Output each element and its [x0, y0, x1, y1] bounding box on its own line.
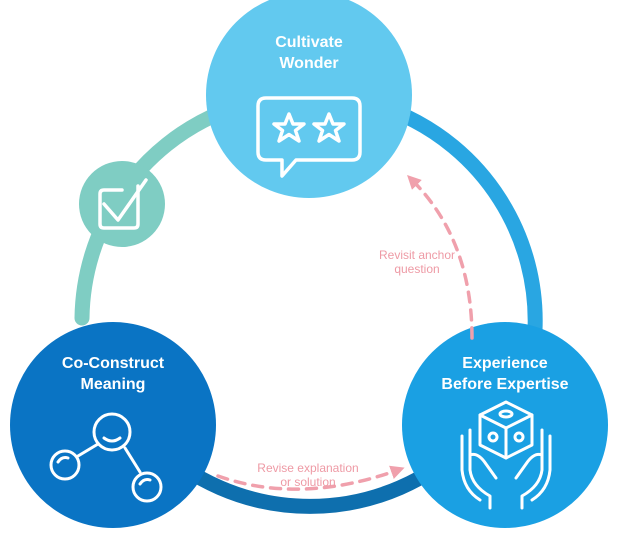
- checkbox-badge: [79, 161, 165, 247]
- dashed-arrow-revise: [216, 465, 405, 491]
- molecule-network-icon: [49, 412, 163, 503]
- node-right-title-line2: Before Expertise: [441, 376, 568, 393]
- dashed-arrow-revisit: [407, 175, 474, 340]
- node-left-title-line2: Meaning: [81, 376, 146, 393]
- annotation-revise-line2: or solution: [280, 475, 335, 489]
- node-top-title-line1: Cultivate: [275, 34, 343, 51]
- node-top-title-line2: Wonder: [279, 55, 338, 72]
- node-cultivate-wonder: Cultivate Wonder: [206, 0, 412, 198]
- node-left-title-line1: Co-Construct: [62, 355, 165, 372]
- annotation-revise-line1: Revise explanation: [257, 461, 358, 475]
- node-right-title-line1: Experience: [462, 355, 547, 372]
- node-experience-before-expertise: Experience Before Expertise: [402, 322, 608, 528]
- speech-bubble-stars-icon: [256, 96, 362, 178]
- annotation-revisit-line2: question: [394, 262, 439, 276]
- ring-arc-top-right: [388, 104, 543, 338]
- annotation-revisit-line1: Revisit anchor: [379, 248, 455, 262]
- node-co-construct-meaning: Co-Construct Meaning: [10, 322, 216, 528]
- checkbox-check-icon: [98, 178, 148, 230]
- hands-holding-cube-icon: [460, 400, 552, 510]
